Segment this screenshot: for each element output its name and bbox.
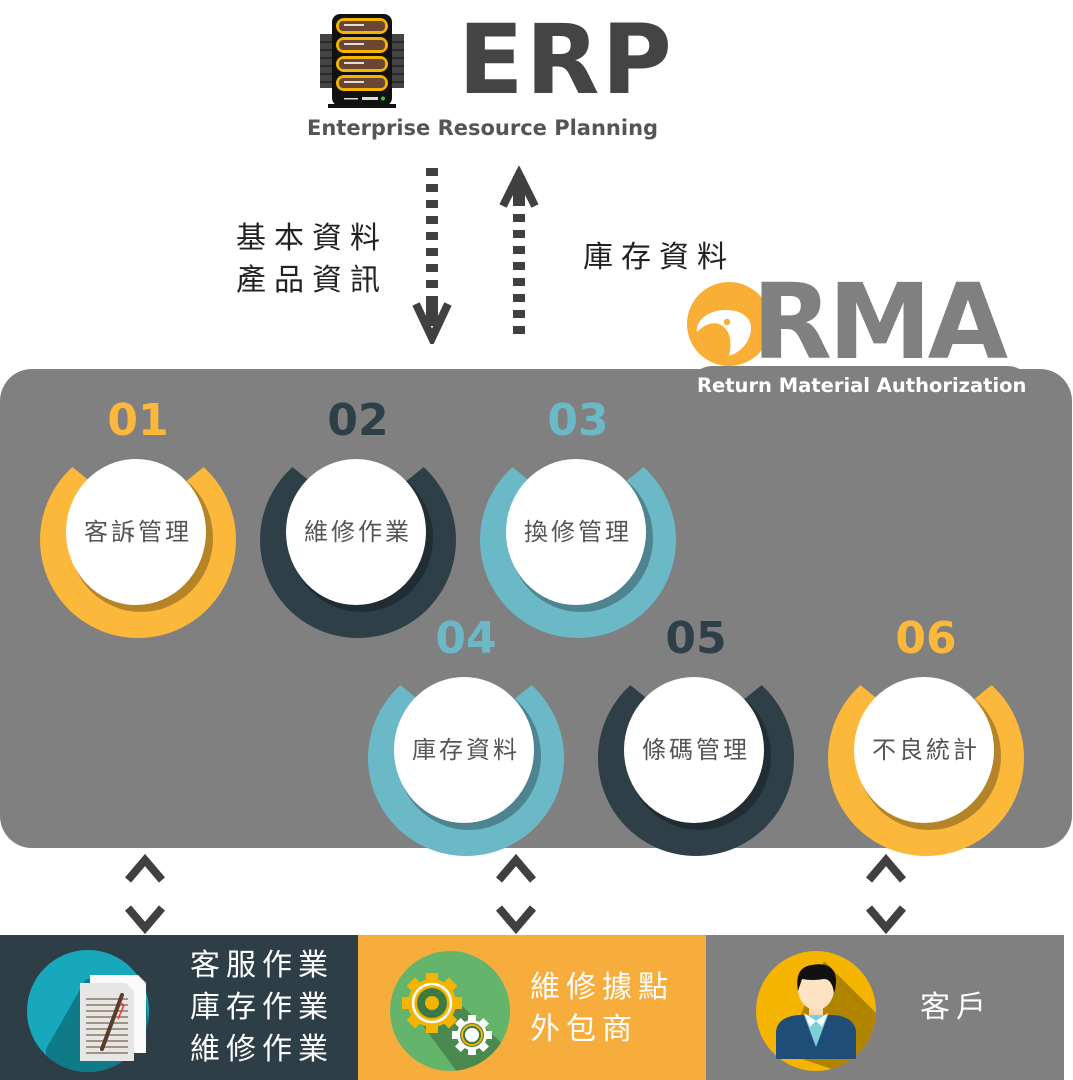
erp-to-rma-label: 基本資料 產品資訊 — [236, 218, 388, 302]
module-inner-circle — [854, 677, 994, 823]
module-ring — [598, 677, 794, 856]
rma-panel-tab — [690, 366, 1030, 406]
module-label: 維修作業 — [304, 518, 412, 546]
module-label: 不良統計 — [872, 736, 980, 764]
module-label: 庫存資料 — [412, 736, 520, 764]
module-inner-circle — [624, 677, 764, 823]
erp-title: ERP — [458, 4, 674, 116]
party-service-operations[interactable]: 客服作業 庫存作業 維修作業 — [0, 935, 358, 1080]
module-inner-circle — [286, 459, 426, 605]
eagle-head-icon — [687, 282, 771, 366]
module-label: 客訴管理 — [84, 518, 192, 546]
module-inner-circle — [66, 459, 206, 605]
party-text: 維修據點 外包商 — [530, 967, 674, 1051]
gears-icon — [390, 951, 510, 1071]
module-complaint-management[interactable]: 01 客訴管理 — [38, 395, 238, 638]
module-number: 03 — [547, 395, 609, 446]
arrow-down-dashed-icon — [412, 168, 452, 344]
arrow-up-dashed-icon — [499, 166, 539, 334]
module-label: 條碼管理 — [642, 736, 750, 764]
flow-line-basic-data: 基本資料 — [236, 221, 388, 256]
module-ring — [39, 459, 236, 638]
document-pen-icon — [27, 950, 149, 1072]
bidirectional-chevron-icon — [865, 853, 907, 935]
module-ring — [260, 459, 456, 638]
module-repair-operations[interactable]: 02 維修作業 — [258, 395, 458, 638]
flow-line-product-info: 產品資訊 — [236, 263, 388, 298]
rma-subtitle: Return Material Authorization — [697, 374, 1027, 397]
party-line: 維修作業 — [190, 1032, 334, 1067]
server-rack-icon — [320, 14, 404, 108]
module-ring — [368, 677, 564, 856]
party-text: 客戶 — [920, 987, 992, 1029]
party-line: 客服作業 — [190, 948, 334, 983]
party-line: 外包商 — [530, 1012, 638, 1047]
rma-to-erp-label: 庫存資料 — [583, 240, 735, 275]
module-ring — [828, 677, 1024, 856]
module-defect-statistics[interactable]: 06 不良統計 — [826, 613, 1026, 856]
party-text: 客服作業 庫存作業 維修作業 — [190, 945, 334, 1071]
module-inventory-data[interactable]: 04 庫存資料 — [366, 613, 566, 856]
module-number: 06 — [895, 613, 957, 664]
module-number: 02 — [327, 395, 389, 446]
module-inner-circle — [394, 677, 534, 823]
customer-avatar-icon — [756, 951, 876, 1071]
module-barcode-management[interactable]: 05 條碼管理 — [596, 613, 796, 856]
module-inner-circle — [506, 459, 646, 605]
party-line: 維修據點 — [530, 970, 674, 1005]
bidirectional-chevron-icon — [495, 853, 537, 935]
module-number: 01 — [107, 395, 169, 446]
module-number: 04 — [435, 613, 497, 664]
rma-title: RMA — [752, 261, 1008, 383]
party-customer[interactable]: 客戶 — [706, 935, 1064, 1080]
module-ring — [480, 459, 676, 638]
party-line: 客戶 — [920, 990, 992, 1025]
module-label: 換修管理 — [524, 518, 632, 546]
erp-subtitle: Enterprise Resource Planning — [307, 116, 659, 140]
party-line: 庫存作業 — [190, 990, 334, 1025]
module-replacement-management[interactable]: 03 換修管理 — [478, 395, 678, 638]
bidirectional-chevron-icon — [124, 853, 166, 935]
module-number: 05 — [665, 613, 727, 664]
party-repair-sites[interactable]: 維修據點 外包商 — [358, 935, 706, 1080]
